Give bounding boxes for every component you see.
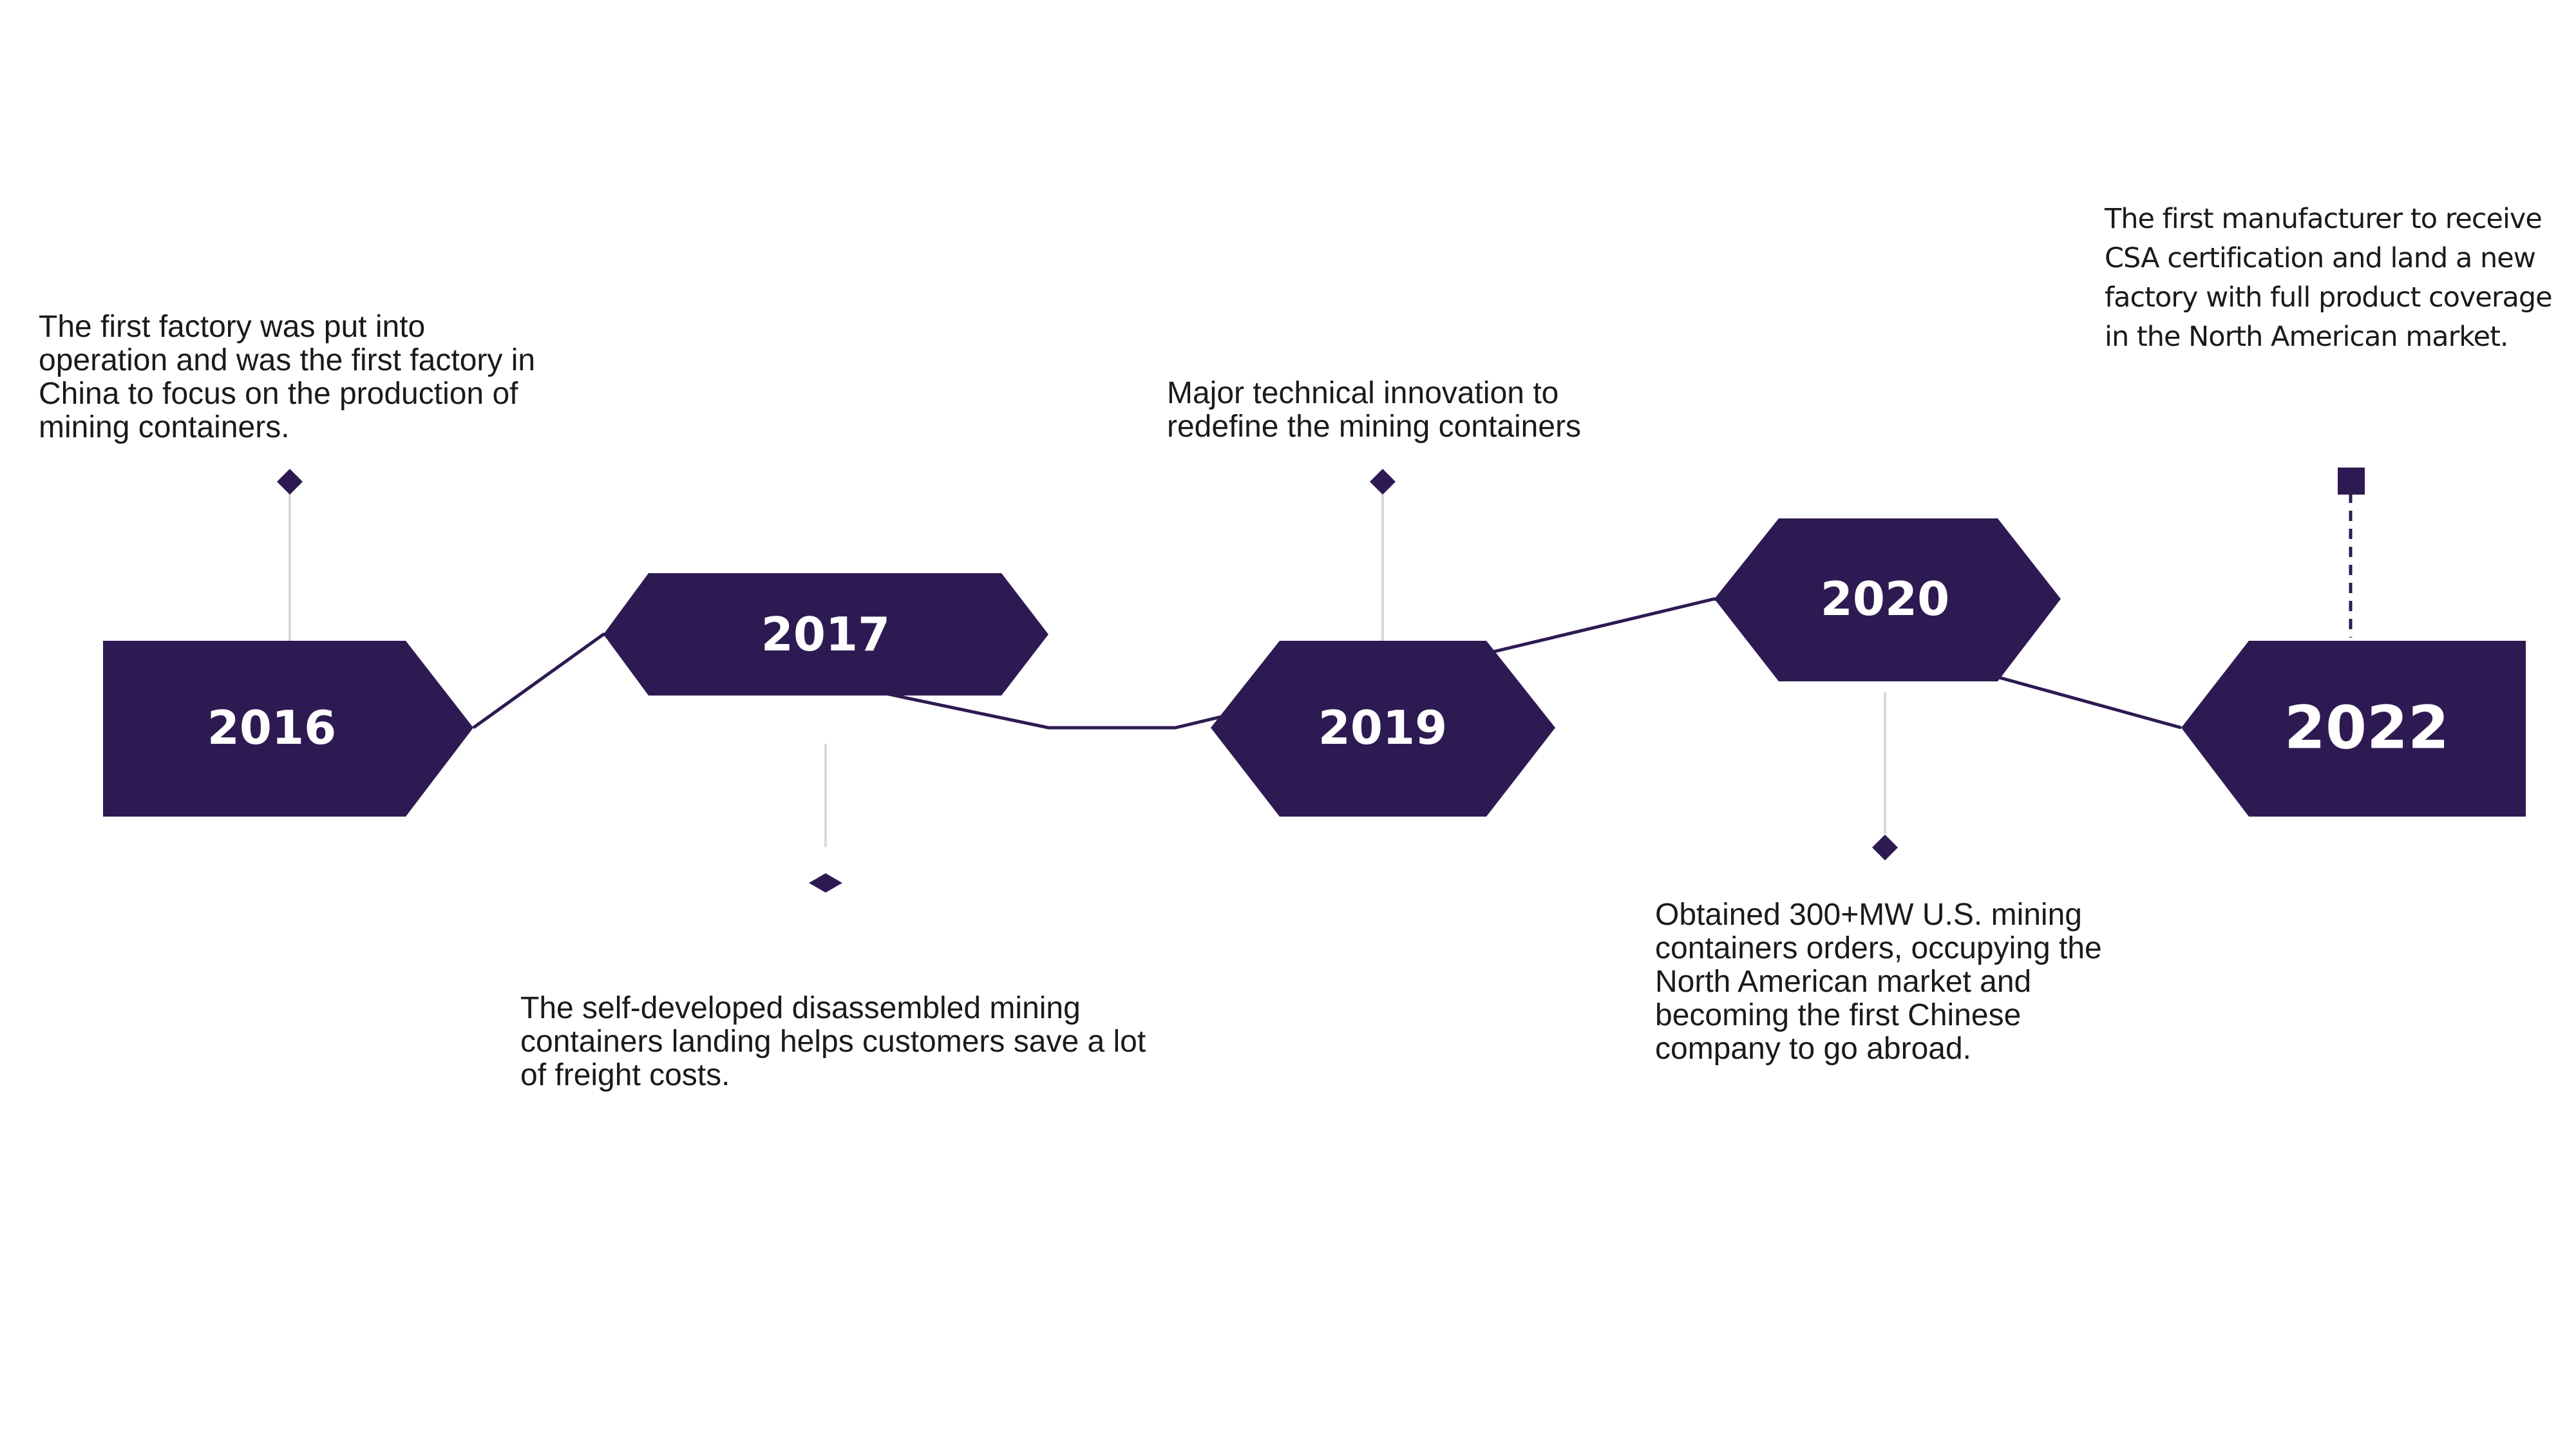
diamond-icon-2016 <box>277 469 303 495</box>
year-shape-2019 <box>1211 641 1555 817</box>
year-label-2016: 2016 <box>207 701 336 755</box>
square-icon-2022 <box>2338 468 2365 495</box>
year-shape-2016 <box>103 641 473 817</box>
diamond-icon-2020 <box>1872 835 1898 860</box>
event-description-2019: Major technical innovation to redefine t… <box>1167 376 1582 444</box>
year-shape-2022 <box>2181 641 2526 817</box>
year-label-2022: 2022 <box>2284 694 2449 762</box>
event-description-2016: The first factory was put into operation… <box>39 310 536 444</box>
diamond-icon-2019 <box>1370 469 1396 495</box>
year-label-2019: 2019 <box>1318 701 1447 755</box>
event-description-2017: The self-developed disassembled mining c… <box>520 991 1146 1092</box>
year-shape-2017 <box>603 573 1048 696</box>
event-description-2022: The first manufacturer to receive CSA ce… <box>2105 203 2553 353</box>
year-label-2017: 2017 <box>761 607 890 661</box>
year-label-2020: 2020 <box>1821 572 1949 626</box>
diamond-icon-2017 <box>809 873 842 893</box>
year-shape-2020 <box>1714 518 2061 681</box>
event-description-2020: Obtained 300+MW U.S. mining containers o… <box>1655 898 2102 1066</box>
